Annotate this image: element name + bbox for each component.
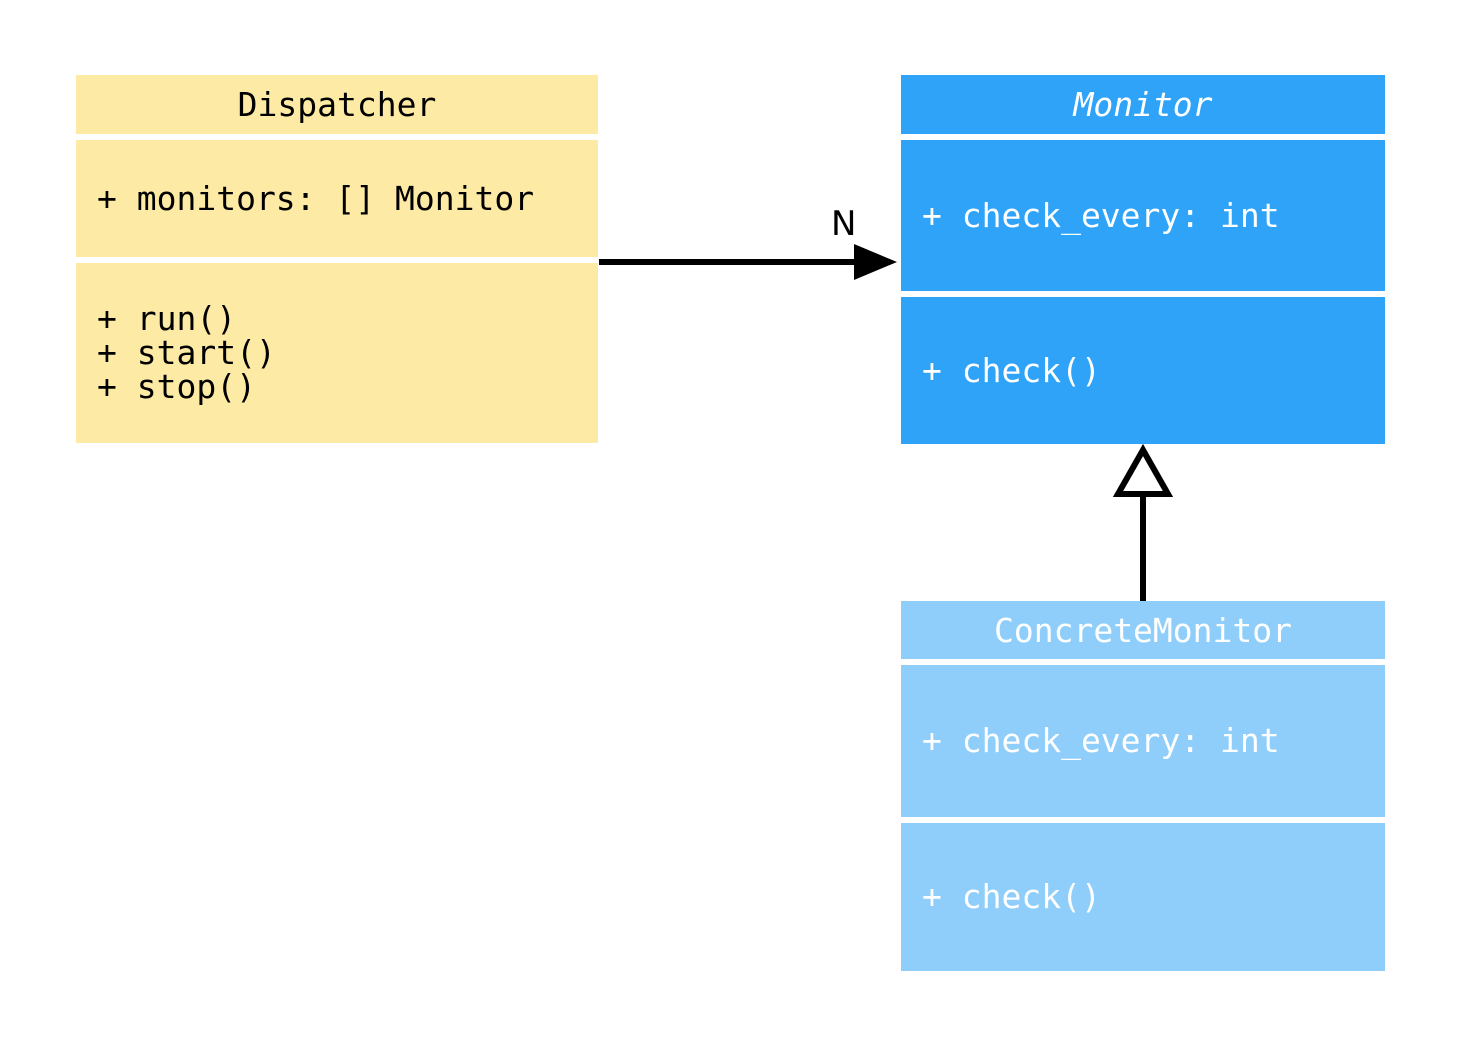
class-methods-monitor: + check() — [901, 297, 1385, 444]
class-attributes-monitor: + check_every: int — [901, 140, 1385, 291]
class-box-monitor: Monitor + check_every: int + check() — [901, 75, 1385, 444]
class-member-text: + run() — [97, 299, 237, 338]
association-edge-dispatcher-to-monitor — [599, 244, 897, 280]
class-member-text: + check() — [922, 350, 1101, 390]
class-title-dispatcher: Dispatcher — [76, 75, 598, 134]
inheritance-edge-concretemonitor-to-monitor — [1112, 443, 1174, 601]
class-box-concretemonitor: ConcreteMonitor + check_every: int + che… — [901, 601, 1385, 971]
class-attributes-dispatcher: + monitors: [] Monitor — [76, 140, 598, 257]
association-multiplicity-label: N — [831, 204, 857, 244]
class-attributes-concretemonitor: + check_every: int — [901, 665, 1385, 817]
class-methods-concretemonitor: + check() — [901, 823, 1385, 971]
association-arrowhead-icon — [854, 244, 897, 280]
class-title-concretemonitor: ConcreteMonitor — [901, 601, 1385, 659]
class-member-text: + check() — [922, 877, 1101, 916]
class-member-text: + stop() — [97, 367, 256, 406]
class-member-text: + monitors: [] Monitor — [97, 178, 535, 218]
class-methods-dispatcher: + run()+ start()+ stop() — [76, 263, 598, 443]
class-member-text: + start() — [97, 333, 276, 372]
class-member-text: + check_every: int — [922, 195, 1280, 235]
class-member-text: + check_every: int — [922, 721, 1280, 760]
inheritance-hollow-triangle-icon — [1112, 443, 1174, 497]
class-title-monitor: Monitor — [901, 75, 1385, 134]
class-box-dispatcher: Dispatcher + monitors: [] Monitor + run(… — [76, 75, 598, 443]
